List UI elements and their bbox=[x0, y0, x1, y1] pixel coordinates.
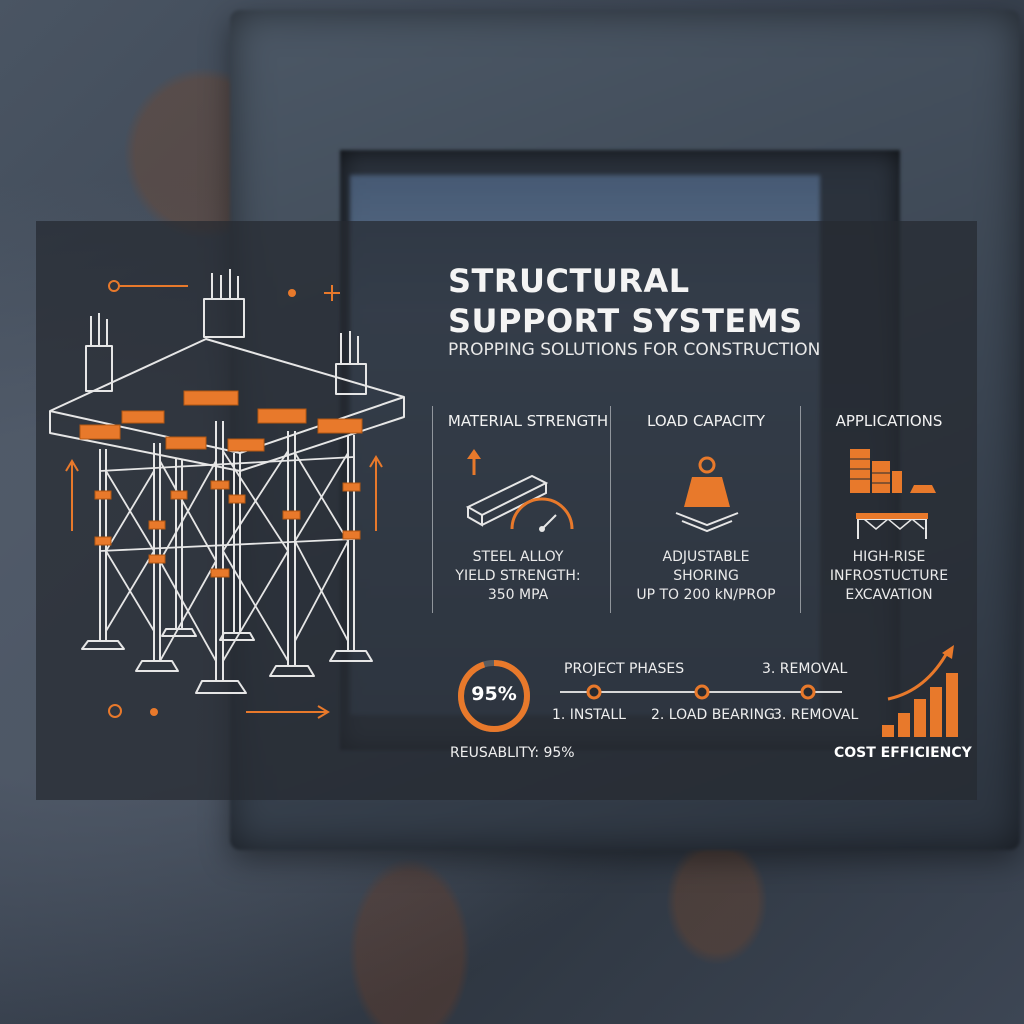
scaffolding-illustration bbox=[49, 269, 958, 737]
concrete-slab bbox=[49, 338, 405, 472]
phase-step-label: 3. REMOVAL bbox=[773, 707, 859, 723]
phases-title: PROJECT PHASES bbox=[564, 661, 685, 677]
material-strength-text: STEEL ALLOY YIELD STRENGTH: 350 MPA bbox=[455, 549, 581, 603]
prop-head bbox=[165, 436, 207, 450]
prop-head bbox=[183, 390, 239, 406]
deco-dot-icon bbox=[108, 280, 120, 292]
cost-efficiency-label: COST EFFICIENCY bbox=[834, 745, 972, 761]
prop-head bbox=[257, 408, 307, 424]
phase-node-1 bbox=[586, 684, 602, 700]
phases-top-removal-label: 3. REMOVAL bbox=[762, 661, 848, 677]
phase-step-label: 2. LOAD BEARING bbox=[651, 707, 775, 723]
infographic-panel: STRUCTURAL SUPPORT SYSTEMS PROPPING SOLU… bbox=[36, 221, 977, 800]
reusability-label: REUSABLITY: 95% bbox=[450, 745, 575, 761]
rebar-column-center bbox=[203, 298, 245, 338]
page-title: STRUCTURAL SUPPORT SYSTEMS bbox=[448, 262, 803, 340]
prop-head bbox=[227, 438, 265, 452]
rising-bar-chart-icon bbox=[882, 645, 958, 737]
phase-node-2 bbox=[694, 684, 710, 700]
reusability-percent: 95% bbox=[471, 683, 517, 705]
steel-beam-gauge-icon bbox=[465, 449, 574, 532]
phase-step-label: 1. INSTALL bbox=[552, 707, 626, 723]
column-divider bbox=[800, 406, 801, 613]
page-subtitle: PROPPING SOLUTIONS FOR CONSTRUCTION bbox=[448, 340, 821, 360]
phase-timeline bbox=[560, 684, 842, 700]
material-strength-heading: MATERIAL STRENGTH bbox=[447, 412, 609, 430]
column-divider bbox=[610, 406, 611, 613]
prop-head bbox=[121, 410, 165, 424]
phase-node-3 bbox=[800, 684, 816, 700]
load-capacity-heading: LOAD CAPACITY bbox=[647, 412, 765, 430]
load-capacity-text: ADJUSTABLE SHORING UP TO 200 kN/PROP bbox=[636, 549, 776, 603]
column-divider bbox=[432, 406, 433, 613]
prop-head bbox=[317, 418, 363, 434]
weight-icon bbox=[675, 456, 739, 533]
buildings-bridge-icon bbox=[850, 449, 936, 539]
reusability-ring bbox=[458, 660, 530, 732]
prop-head bbox=[79, 424, 121, 440]
cross-bracing bbox=[99, 450, 355, 662]
applications-heading: APPLICATIONS bbox=[835, 412, 943, 430]
applications-text: HIGH-RISE INFROSTUCTURE EXCAVATION bbox=[829, 549, 949, 603]
